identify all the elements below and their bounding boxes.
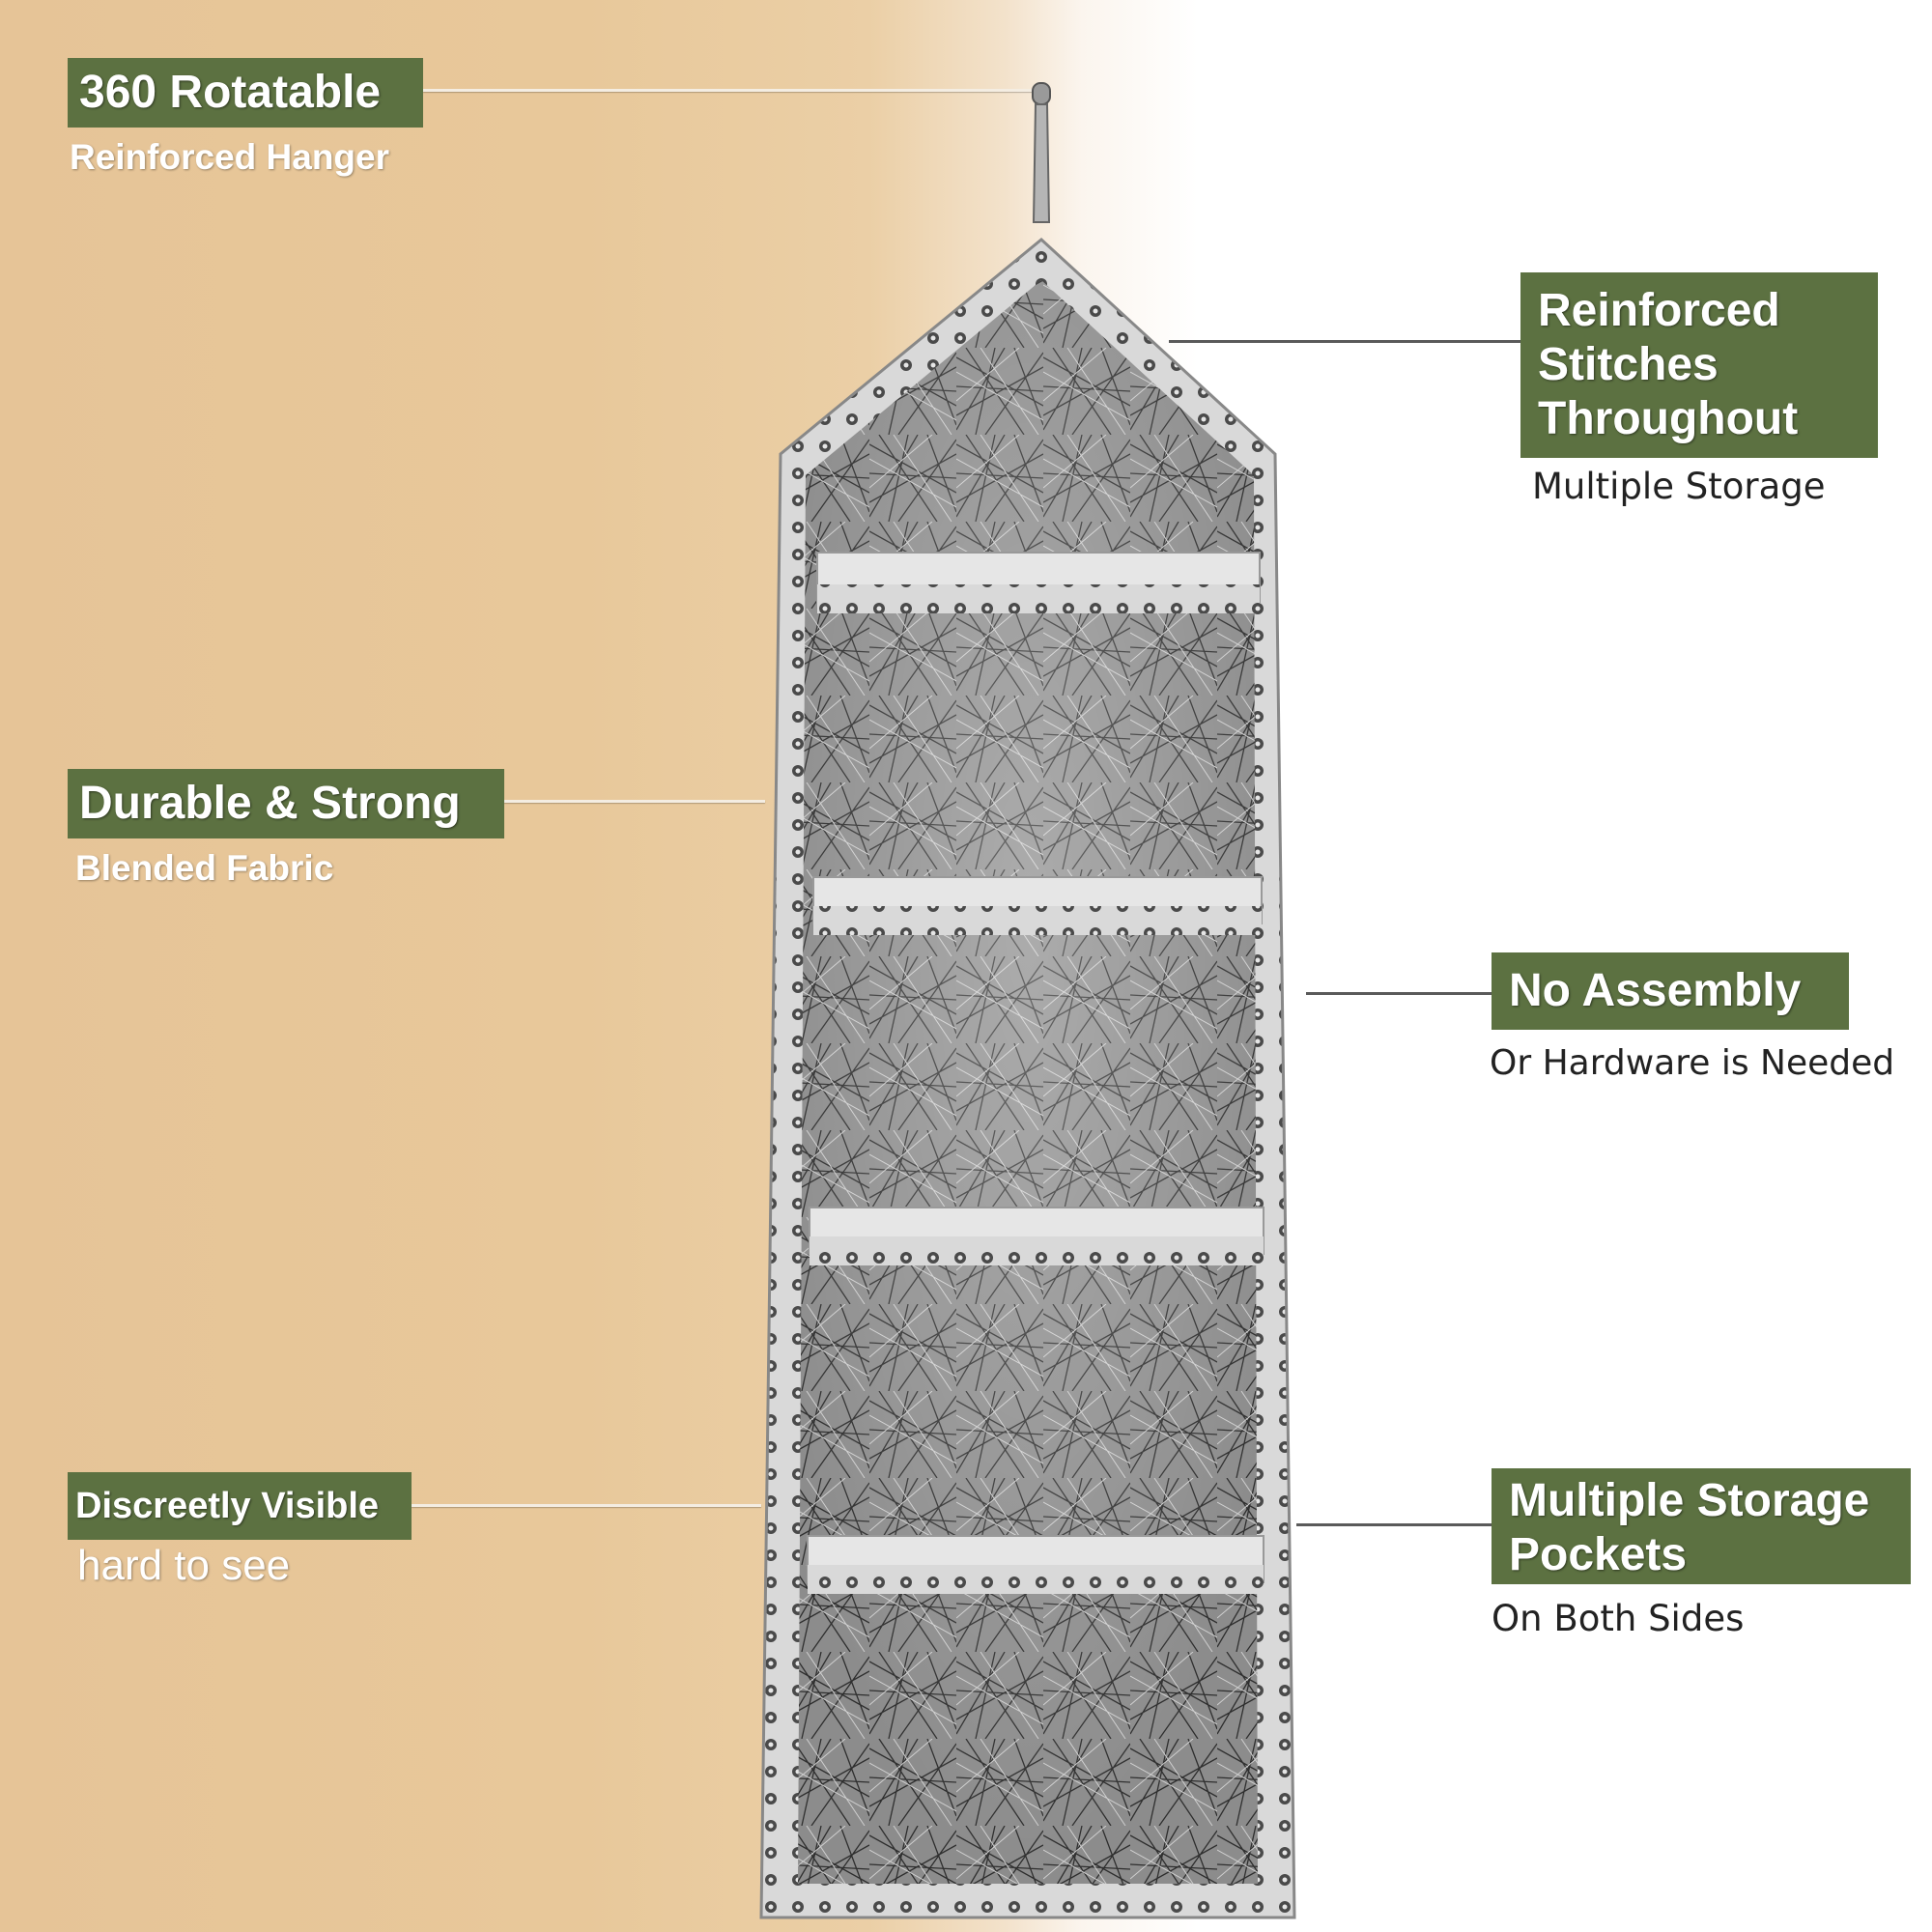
callout-pockets-title-line-2: Pockets: [1509, 1529, 1688, 1580]
leader-line-stitches: [1169, 340, 1520, 343]
callout-pockets-title-line-1: Multiple Storage: [1509, 1475, 1870, 1526]
callout-stitches-title-line-3: Throughout: [1538, 393, 1799, 444]
leader-line-pockets: [1296, 1523, 1492, 1526]
pocket-3: [809, 1207, 1264, 1265]
callout-durable-title: Durable & Strong: [68, 769, 504, 838]
callout-stitches-title-line-1: Reinforced: [1538, 285, 1780, 336]
callout-assembly-title: No Assembly: [1492, 952, 1849, 1030]
callout-discreet-subtitle: hard to see: [77, 1542, 291, 1589]
leader-line-durable: [504, 800, 765, 803]
callout-assembly-subtitle: Or Hardware is Needed: [1490, 1043, 1895, 1083]
pocket-1: [816, 552, 1261, 613]
pocket-2: [812, 876, 1263, 935]
callout-stitches-title-line-2: Stitches: [1538, 339, 1719, 390]
callout-discreet-title: Discreetly Visible: [68, 1472, 412, 1540]
leader-line-hanger: [423, 89, 1034, 92]
callout-stitches-title: Reinforced Stitches Throughout: [1520, 272, 1878, 458]
callout-hanger-subtitle: Reinforced Hanger: [70, 137, 390, 177]
hanger-loop: [1032, 82, 1051, 223]
callout-pockets-subtitle: On Both Sides: [1492, 1598, 1745, 1639]
callout-durable-subtitle: Blended Fabric: [75, 848, 334, 888]
callout-pockets-title: Multiple Storage Pockets: [1492, 1468, 1911, 1584]
callout-hanger-title: 360 Rotatable: [68, 58, 423, 128]
pocket-4: [807, 1535, 1264, 1594]
leader-line-assembly: [1306, 992, 1493, 995]
callout-stitches-subtitle: Multiple Storage: [1532, 466, 1826, 507]
leader-line-discreet: [412, 1504, 761, 1507]
